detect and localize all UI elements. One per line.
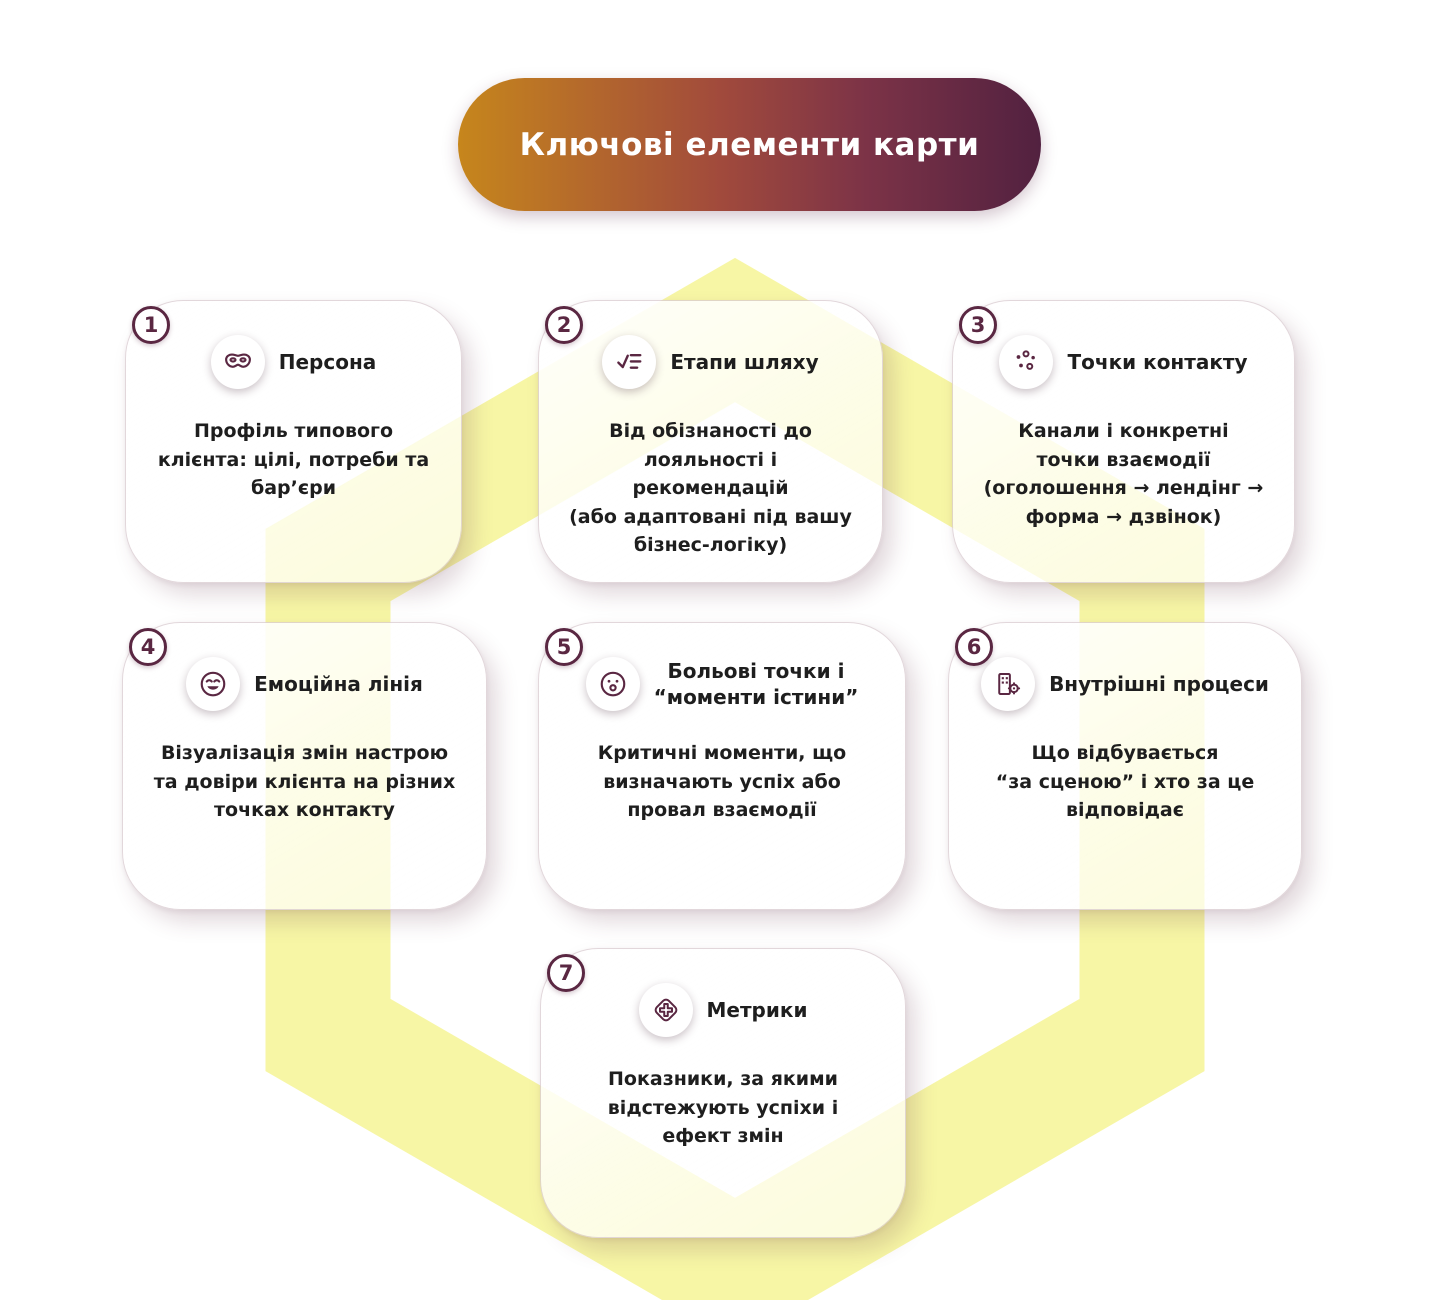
page-title: Ключові елементи карти (519, 126, 980, 163)
checklist-icon (602, 335, 657, 389)
card-body: Візуалізація змін настрою та довіри кліє… (153, 742, 456, 821)
card-heading: Емоційна лінія (254, 672, 423, 696)
card-heading: Персона (278, 350, 377, 374)
card-persona: 1 Персона Профіль типового клієнта: цілі… (125, 300, 462, 583)
card-heading: Больові точки і “моменти істини” (653, 659, 859, 709)
mask-icon (210, 335, 265, 389)
laughing-face-icon (186, 657, 241, 711)
card-number-badge: 5 (545, 628, 583, 666)
card-number-badge: 3 (959, 306, 997, 344)
card-header: Персона (210, 335, 377, 389)
surprised-face-icon (585, 657, 640, 711)
card-heading: Внутрішні процеси (1049, 672, 1269, 696)
building-gear-icon (981, 657, 1036, 711)
card-number-badge: 1 (132, 306, 170, 344)
card-body: Показники, за якими відстежують успіхи і… (607, 1068, 839, 1147)
card-body: Канали і конкретні точки взаємодії (огол… (983, 420, 1264, 528)
card-body: Від обізнаності до лояльності і рекоменд… (569, 420, 852, 556)
card-header: Метрики (638, 983, 808, 1037)
card-header: Емоційна лінія (186, 657, 423, 711)
card-internal-processes: 6 Внутрішні процеси Що відб (948, 622, 1302, 910)
cross-badge-icon (638, 983, 693, 1037)
card-body: Критичні моменти, що визначають успіх аб… (597, 742, 847, 821)
title-pill: Ключові елементи карти (458, 78, 1041, 211)
card-emotional-line: 4 Емоційна лінія Візуалізація змін настр… (122, 622, 487, 910)
touchpoints-dots-icon (999, 335, 1054, 389)
card-number-badge: 2 (545, 306, 583, 344)
card-touchpoints: 3 Точки контакту Канали і конкретні точк… (952, 300, 1295, 583)
card-header: Точки контакту (999, 335, 1248, 389)
card-header: Внутрішні процеси (981, 657, 1269, 711)
card-number-badge: 6 (955, 628, 993, 666)
card-header: Етапи шляху (602, 335, 819, 389)
card-heading: Етапи шляху (670, 350, 819, 374)
card-number-badge: 4 (129, 628, 167, 666)
card-heading: Метрики (706, 998, 808, 1022)
card-metrics: 7 Метрики Показники, за якими відстежуют… (540, 948, 906, 1238)
card-journey-stages: 2 Етапи шляху Від обізнаності до лояльно… (538, 300, 883, 583)
card-heading: Точки контакту (1067, 350, 1248, 374)
card-pain-points: 5 Больові точки і “моменти істини” Крити… (538, 622, 906, 910)
card-body: Що відбувається “за сценою” і хто за це … (995, 742, 1255, 821)
card-number-badge: 7 (547, 954, 585, 992)
card-body: Профіль типового клієнта: цілі, потреби … (157, 420, 430, 499)
card-header: Больові точки і “моменти істини” (585, 657, 859, 711)
